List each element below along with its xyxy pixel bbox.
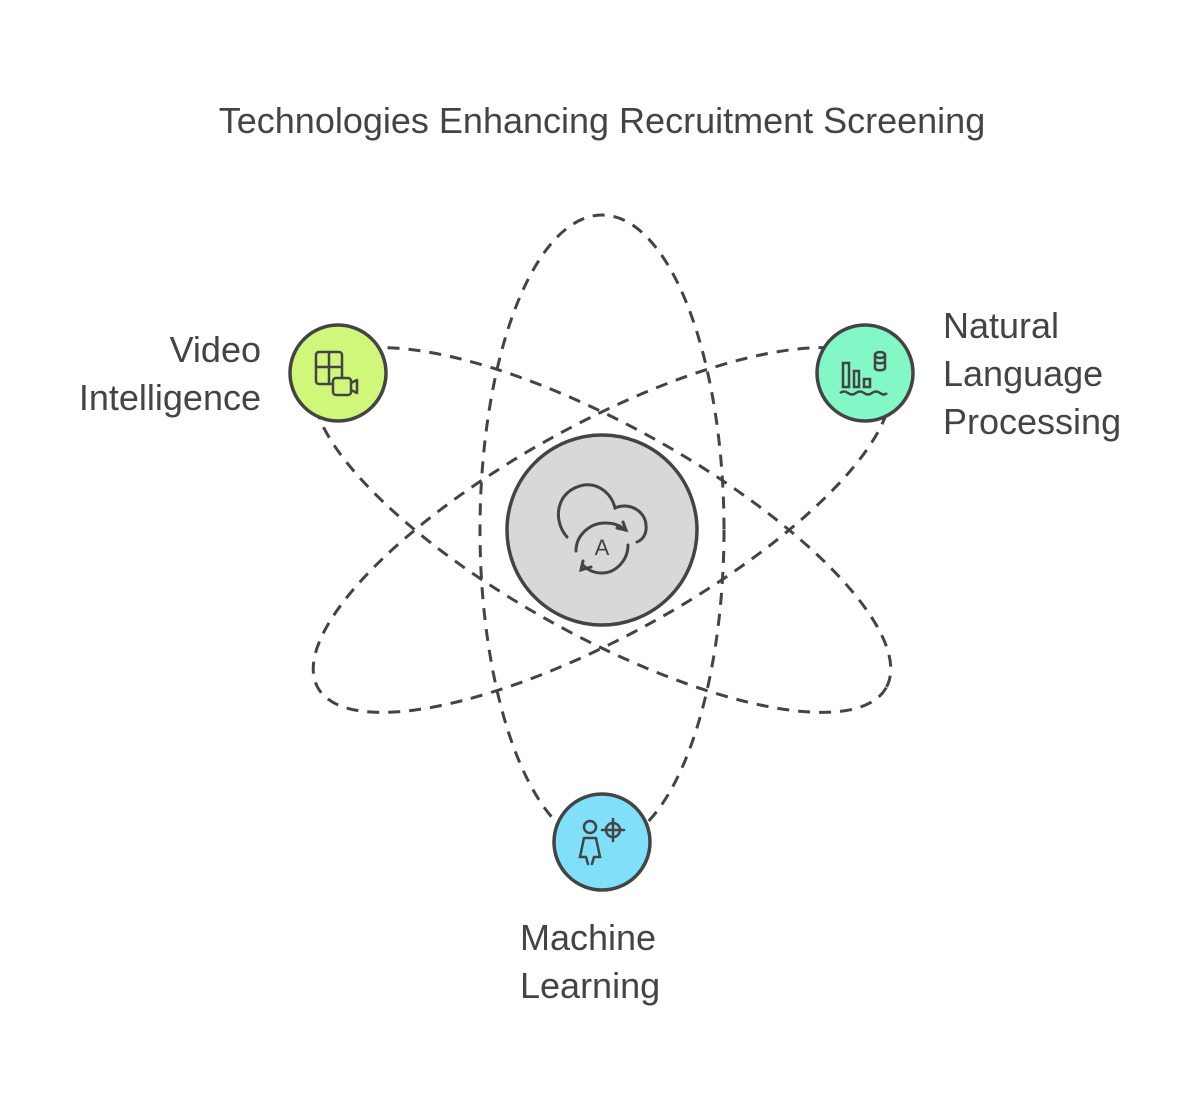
video-grid-icon	[314, 350, 359, 397]
label-line: Natural	[943, 305, 1060, 346]
label-line: Learning	[520, 965, 661, 1006]
diagram-title: Technologies Enhancing Recruitment Scree…	[218, 100, 986, 141]
node-nlp[interactable]	[815, 323, 915, 423]
node-video-intelligence[interactable]	[288, 323, 388, 423]
center-node: A	[505, 433, 699, 627]
node-machine-learning[interactable]	[552, 792, 652, 892]
label-line: Machine	[520, 917, 657, 958]
label-machine-learning: Machine Learning	[520, 914, 660, 1010]
person-target-icon	[578, 817, 626, 866]
label-video-intelligence: Video Intelligence	[79, 326, 261, 422]
label-line: Processing	[943, 401, 1122, 442]
svg-text:A: A	[595, 535, 610, 560]
label-line: Video	[169, 329, 261, 370]
cloud-ai-sync-icon: A	[556, 483, 648, 575]
label-line: Language	[943, 353, 1104, 394]
label-nlp: Natural Language Processing	[943, 302, 1121, 446]
data-chart-icon	[839, 350, 888, 396]
label-line: Intelligence	[78, 377, 261, 418]
